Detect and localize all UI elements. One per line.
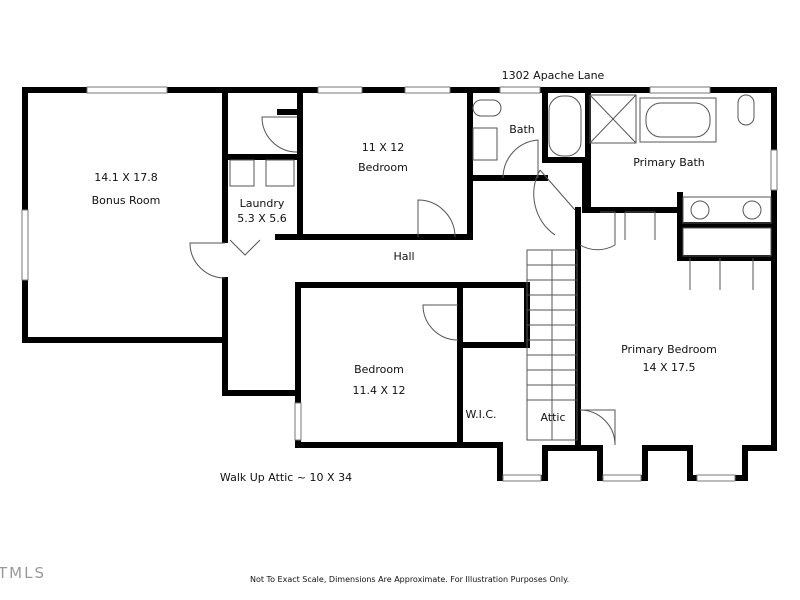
primary-bedroom-dims: 14 X 17.5 [642,361,695,374]
attic-note: Walk Up Attic ~ 10 X 34 [220,471,352,484]
disclaimer: Not To Exact Scale, Dimensions Are Appro… [250,575,569,584]
bedroom2-dims: 11.4 X 12 [352,384,405,397]
attic-name: Attic [540,411,565,424]
bath-name: Bath [509,123,535,136]
laundry-name: Laundry [240,197,285,210]
bedroom1-dims: 11 X 12 [362,141,405,154]
windows [21,86,778,482]
laundry-dims: 5.3 X 5.6 [237,212,287,225]
stairs [526,249,578,441]
primary-bedroom-name: Primary Bedroom [621,343,717,356]
watermark: TMLS [0,564,46,582]
wic-name: W.I.C. [465,408,496,421]
hall-name: Hall [393,250,414,263]
doors [189,116,754,446]
bonus-room-dims: 14.1 X 17.8 [94,171,158,184]
walls [22,87,777,481]
fixtures [229,94,772,257]
bonus-room-name: Bonus Room [92,194,161,207]
primary-bath-name: Primary Bath [633,156,705,169]
bedroom1-name: Bedroom [358,161,408,174]
address-label: 1302 Apache Lane [502,69,605,82]
bedroom2-name: Bedroom [354,363,404,376]
